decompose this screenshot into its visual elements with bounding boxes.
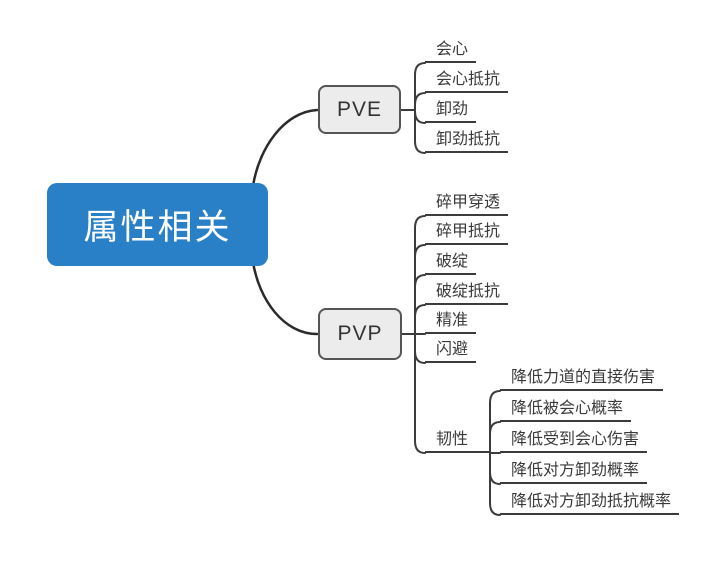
leaf-node-renxing[interactable]: 韧性 xyxy=(425,430,490,453)
edge-pve-leaf-2 xyxy=(414,109,426,124)
edge-pve-leaf-1 xyxy=(414,92,426,111)
leaf-node[interactable]: 破绽抵抗 xyxy=(425,282,509,305)
leaf-node[interactable]: 破绽 xyxy=(425,252,477,275)
leaf-node[interactable]: 会心 xyxy=(425,40,477,63)
edge-renxing-leaf-1 xyxy=(489,421,501,454)
edge-renxing-leaf-3 xyxy=(489,452,501,485)
leaf-node[interactable]: 碎甲抵抗 xyxy=(425,222,509,245)
leaf-node[interactable]: 闪避 xyxy=(425,340,477,363)
leaf-node[interactable]: 降低被会心概率 xyxy=(500,399,632,422)
leaf-node[interactable]: 精准 xyxy=(425,311,477,334)
leaf-node[interactable]: 降低对方卸劲抵抗概率 xyxy=(500,492,680,515)
leaf-node[interactable]: 降低受到会心伤害 xyxy=(500,430,648,453)
leaf-node[interactable]: 卸劲 xyxy=(425,100,477,123)
edge-pve-leaf-0 xyxy=(414,62,426,111)
leaf-node[interactable]: 卸劲抵抗 xyxy=(425,130,509,153)
branch-node-pvp[interactable]: PVP xyxy=(318,308,402,360)
edge-root-pve xyxy=(251,108,319,188)
edge-pve-leaf-3 xyxy=(414,109,426,154)
edge-pvp-leaf-2 xyxy=(414,274,426,335)
leaf-node[interactable]: 会心抵抗 xyxy=(425,70,509,93)
edge-pvp-leaf-3 xyxy=(414,304,426,335)
leaf-node[interactable]: 降低对方卸劲概率 xyxy=(500,461,648,484)
edge-pvp-leaf-6 xyxy=(414,333,426,454)
edge-renxing-leaf-4 xyxy=(489,452,501,516)
leaf-node[interactable]: 碎甲穿透 xyxy=(425,193,509,216)
leaf-node[interactable]: 降低力道的直接伤害 xyxy=(500,368,664,391)
branch-node-pve[interactable]: PVE xyxy=(318,85,401,134)
edge-pvp-leaf-1 xyxy=(414,244,426,335)
root-node[interactable]: 属性相关 xyxy=(47,183,268,266)
edge-pvp-leaf-0 xyxy=(414,215,426,335)
edge-pvp-leaf-5 xyxy=(414,333,426,364)
edge-renxing-leaf-0 xyxy=(489,390,501,454)
edge-root-pvp xyxy=(251,260,319,336)
